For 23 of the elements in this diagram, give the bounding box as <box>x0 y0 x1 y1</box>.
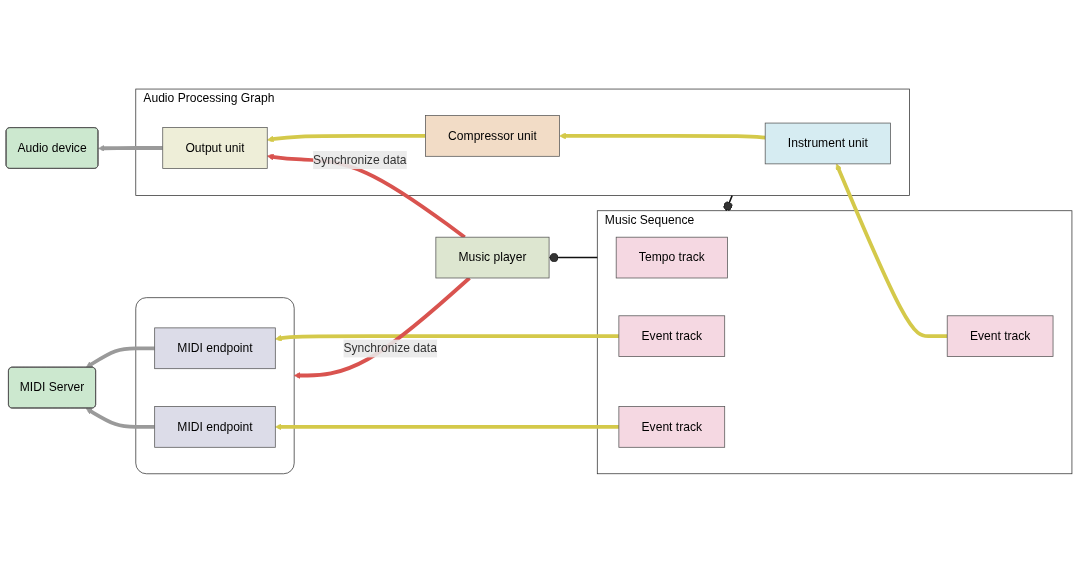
node-box: MIDI endpoint <box>154 327 276 370</box>
node-box: Output unit <box>162 127 268 169</box>
cluster <box>135 297 295 475</box>
node-box: Instrument unit <box>764 122 891 165</box>
node-box: MIDI endpoint <box>154 406 276 448</box>
arrow <box>559 132 766 140</box>
edge-label: Synchronize data <box>343 341 437 355</box>
node-box: Compressor unit <box>425 115 560 157</box>
node-box: Event track <box>618 406 726 448</box>
arrow <box>266 134 426 143</box>
node-box: Tempo track <box>615 236 728 279</box>
node-box: Event track <box>618 315 726 358</box>
arrow <box>275 423 619 431</box>
connector <box>548 253 599 263</box>
node-box: Music player <box>435 236 550 279</box>
arrow <box>85 346 155 368</box>
edge-label: Synchronize data <box>313 153 407 167</box>
arrow <box>85 408 155 429</box>
arrow <box>98 145 163 152</box>
node-box: Event track <box>946 315 1054 358</box>
arrow <box>835 163 948 339</box>
arrow <box>275 334 619 342</box>
connector <box>723 194 733 212</box>
